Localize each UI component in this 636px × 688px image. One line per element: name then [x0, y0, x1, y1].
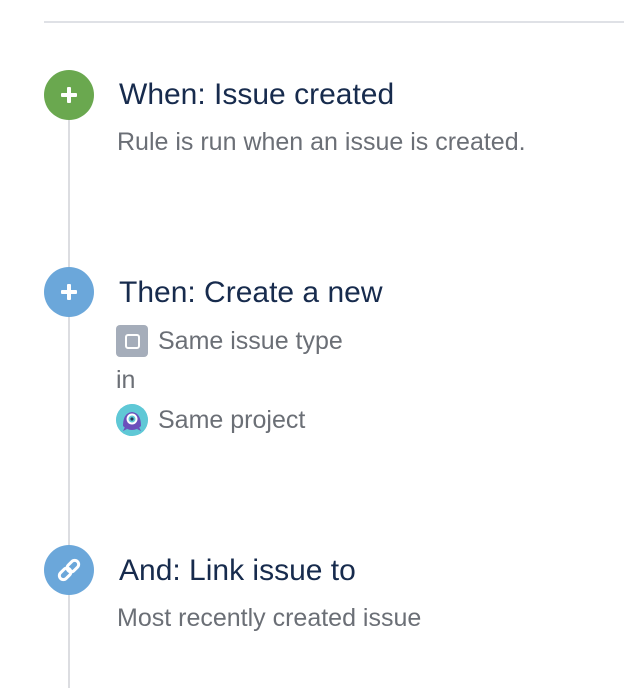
step-description: Most recently created issue — [117, 604, 422, 632]
plus-icon[interactable] — [44, 70, 94, 120]
step-title[interactable]: When: Issue created — [119, 78, 395, 111]
project-label: Same project — [158, 406, 306, 434]
top-divider — [44, 21, 624, 23]
step-title[interactable]: And: Link issue to — [119, 554, 356, 587]
issue-type-label: Same issue type — [158, 327, 343, 355]
project-avatar-icon — [116, 404, 148, 436]
project-detail: Same project — [116, 404, 305, 436]
step-title[interactable]: Then: Create a new — [119, 276, 383, 309]
connector-text: in — [116, 366, 136, 394]
timeline-connector — [68, 96, 70, 688]
issue-type-icon — [116, 325, 148, 357]
plus-icon[interactable] — [44, 267, 94, 317]
step-description: Rule is run when an issue is created. — [117, 128, 526, 156]
issue-type-detail: Same issue type — [116, 325, 343, 357]
link-icon[interactable] — [44, 545, 94, 595]
